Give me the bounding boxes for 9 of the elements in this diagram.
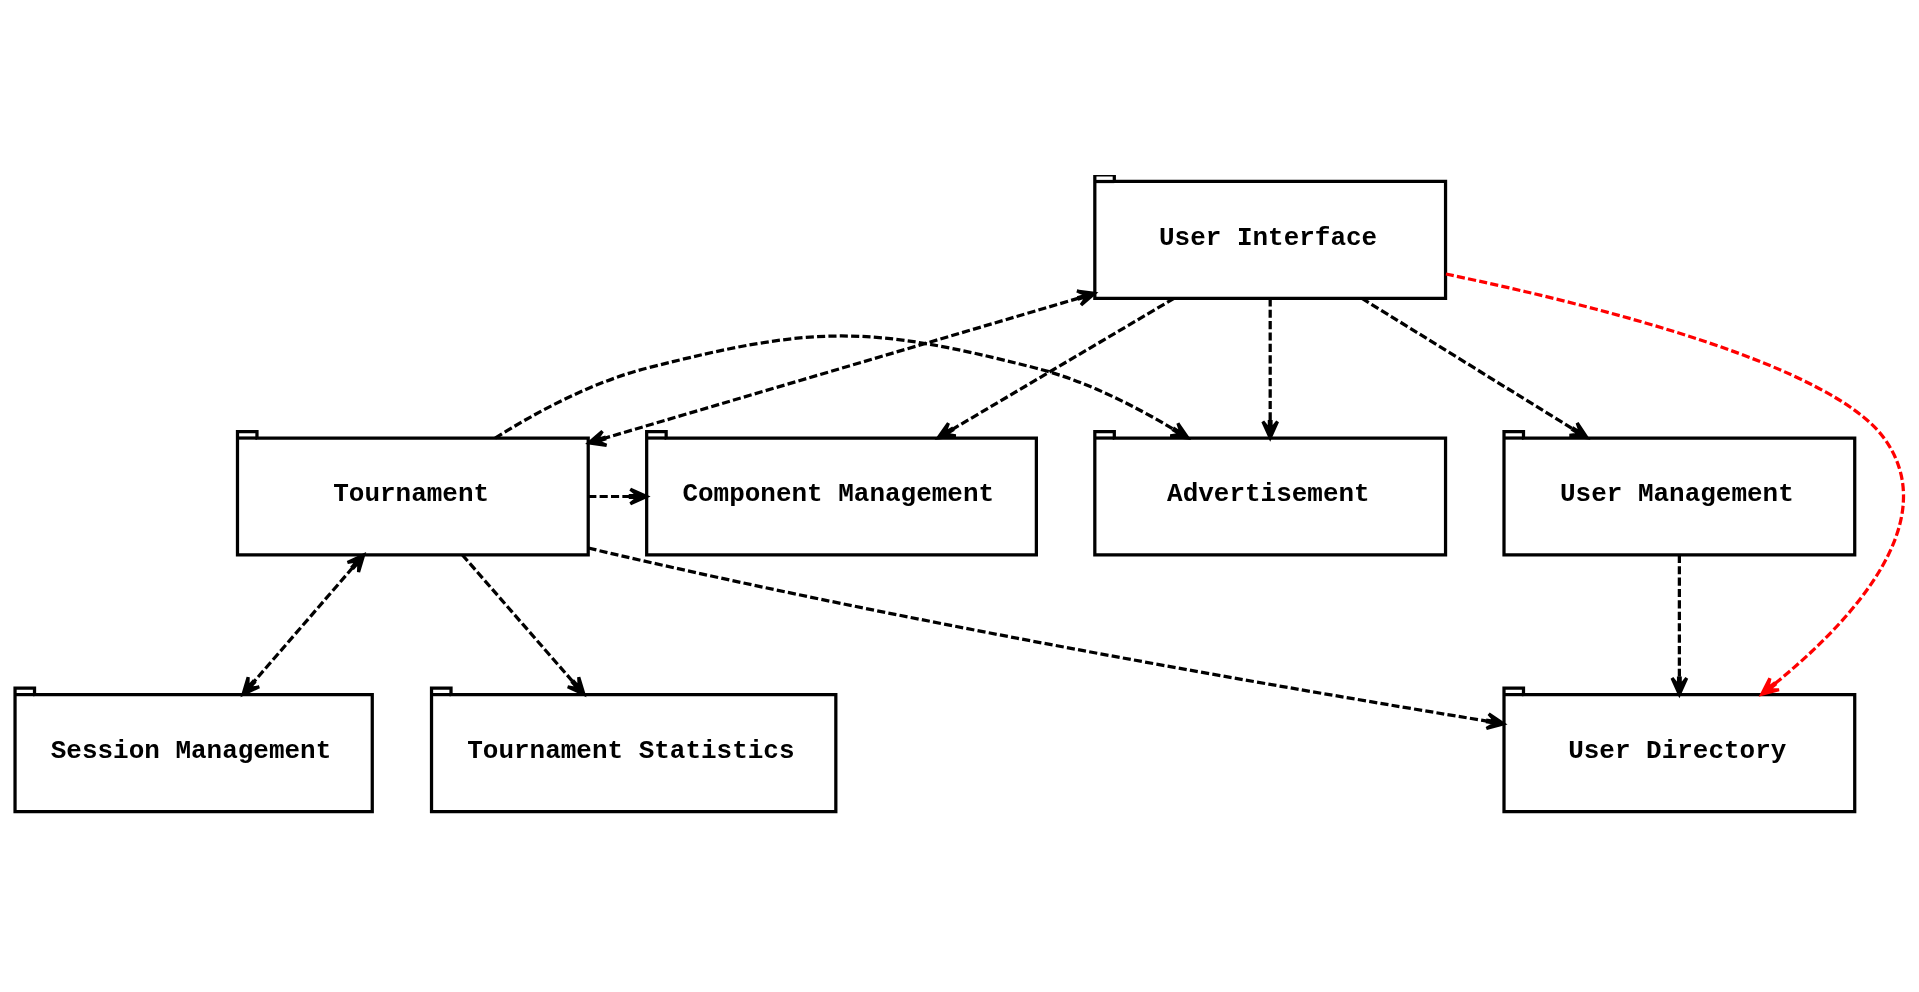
arrow xyxy=(1261,297,1280,439)
arrow xyxy=(588,487,649,505)
arrow xyxy=(494,333,1190,440)
arrow xyxy=(461,553,586,696)
arrow xyxy=(588,545,1506,730)
arrow xyxy=(587,288,1097,447)
arrow xyxy=(1445,271,1905,696)
arrow xyxy=(1670,554,1689,696)
arrow xyxy=(241,552,366,696)
